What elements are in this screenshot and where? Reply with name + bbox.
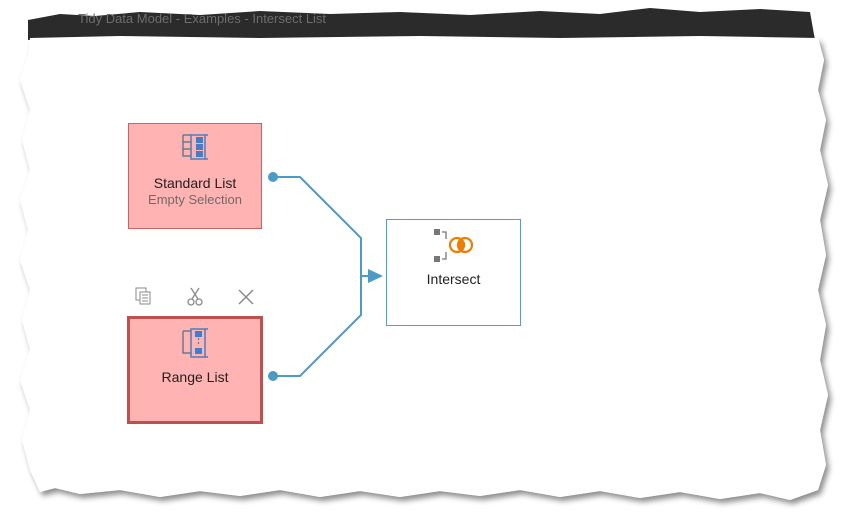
intersect-title: Intersect [426, 271, 481, 287]
window-title: Tidy Data Model - Examples - Intersect L… [78, 11, 327, 26]
range-list-output-port[interactable] [268, 371, 278, 381]
intersect-node[interactable]: Intersect [386, 219, 521, 326]
range-list-node[interactable]: Range List [127, 316, 263, 424]
intersect-icon [434, 229, 474, 262]
standard-list-output-port[interactable] [268, 172, 278, 182]
standard-list-subtitle: Empty Selection [148, 192, 242, 207]
close-icon[interactable] [237, 288, 255, 306]
range-list-title: Range List [161, 369, 229, 385]
window-title-bar [28, 8, 815, 40]
scissors-icon[interactable] [185, 286, 205, 306]
standard-list-icon [182, 134, 208, 160]
copy-icon[interactable] [134, 286, 154, 306]
standard-list-node[interactable]: Standard List Empty Selection [128, 123, 262, 229]
standard-list-title: Standard List [153, 175, 237, 191]
range-list-icon [182, 328, 208, 358]
